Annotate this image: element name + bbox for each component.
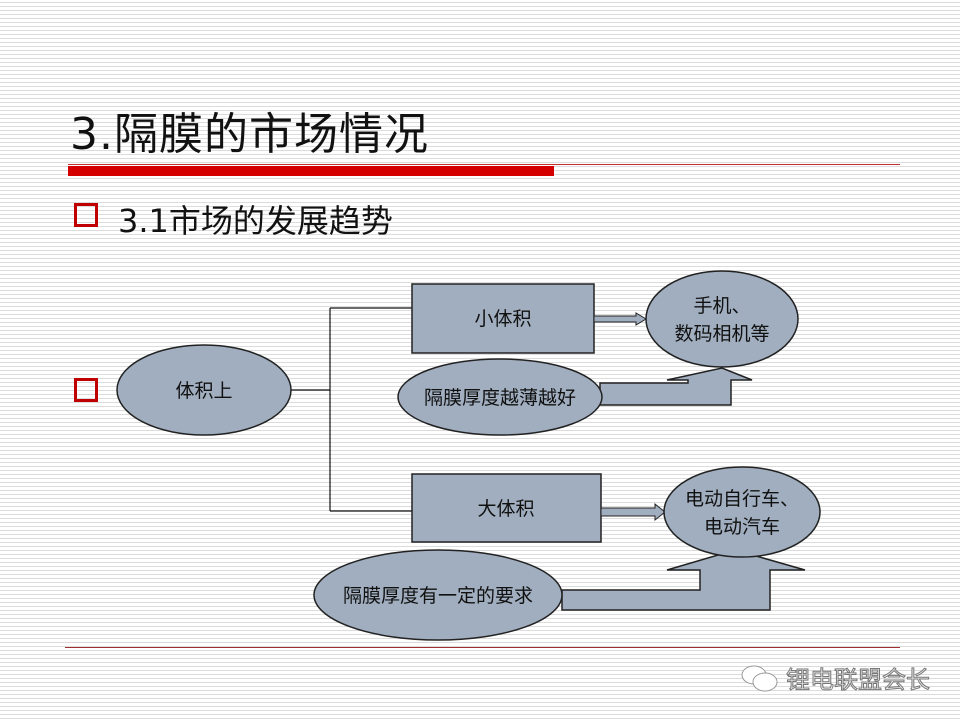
subtitle: 3.1市场的发展趋势 — [118, 202, 393, 240]
small-volume-box — [411, 283, 595, 354]
title-accent-bar — [68, 166, 554, 176]
large-target-ellipse — [663, 466, 821, 558]
large-target-line2: 电动汽车 — [704, 516, 780, 538]
footer-divider — [65, 647, 900, 648]
bullet-square-icon — [74, 378, 98, 402]
block-arrow-up-large — [561, 549, 806, 611]
large-req-ellipse — [313, 549, 563, 641]
small-volume-label: 小体积 — [474, 308, 531, 330]
large-target-line1: 电动自行车、 — [685, 488, 799, 510]
root-label: 体积上 — [175, 380, 232, 402]
arrow-right-icon — [600, 502, 666, 522]
small-req-label: 隔膜厚度越薄越好 — [424, 387, 576, 409]
connector-lines — [291, 307, 412, 512]
large-volume-label: 大体积 — [477, 498, 534, 520]
slide-title: 3.隔膜的市场情况 — [70, 109, 429, 160]
small-target-line1: 手机、 — [693, 295, 750, 317]
small-req-ellipse — [397, 358, 603, 436]
bullet-square-icon — [74, 203, 98, 227]
wechat-icon — [741, 665, 778, 691]
small-target-line2: 数码相机等 — [674, 323, 769, 345]
large-req-label: 隔膜厚度有一定的要求 — [343, 585, 533, 607]
watermark: 锂电联盟会长 — [740, 660, 931, 695]
title-underline — [68, 164, 900, 165]
arrow-right-icon — [593, 312, 647, 326]
small-target-ellipse — [645, 270, 799, 368]
block-arrow-up-small — [599, 367, 753, 406]
root-ellipse — [116, 344, 292, 436]
watermark-text: 锂电联盟会长 — [786, 666, 931, 695]
